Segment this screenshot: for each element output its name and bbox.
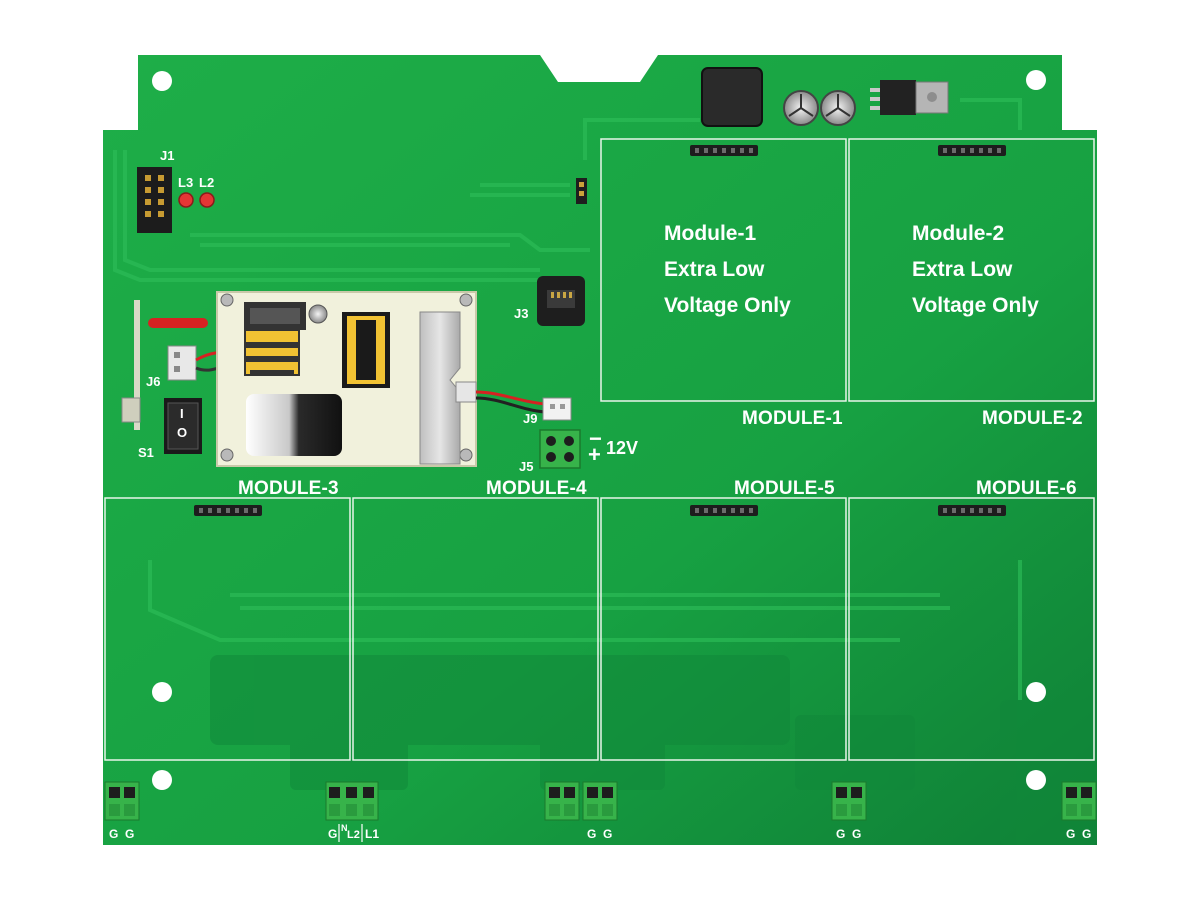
module-3-label: MODULE-3 — [238, 478, 339, 499]
voltage-label: 12V — [606, 438, 639, 458]
j5-label: J5 — [519, 459, 534, 474]
j6-label: J6 — [146, 374, 161, 389]
s1-label: S1 — [138, 445, 154, 460]
module-1-line2: Extra Low — [664, 258, 765, 281]
terminal-5-label-a: G — [1066, 827, 1076, 841]
module-1-label: MODULE-1 — [742, 408, 843, 429]
terminal-1-label-b: G — [125, 827, 135, 841]
switch-on-mark: I — [180, 406, 184, 421]
pcb-traces — [113, 98, 1022, 700]
voltage-regulator — [870, 80, 949, 115]
module-5-outline — [600, 497, 847, 761]
module-2-title: Module-2 — [912, 222, 1005, 245]
terminal-2-label-g: G — [328, 827, 338, 841]
terminal-1-label-a: G — [109, 827, 119, 841]
jumper-header — [576, 178, 587, 204]
j9-label: J9 — [523, 411, 538, 426]
module-1-outline — [600, 138, 847, 402]
module-6-header — [938, 505, 1006, 516]
j1-header — [137, 167, 172, 233]
j9-connector — [475, 390, 572, 421]
module-3-outline — [104, 497, 351, 761]
terminal-block-2 — [325, 781, 379, 821]
module-2-line2: Extra Low — [912, 258, 1013, 281]
j3-label: J3 — [514, 306, 529, 321]
terminal-block-5 — [1061, 781, 1097, 821]
module-2-line3: Voltage Only — [912, 294, 1039, 317]
module-5-header — [690, 505, 758, 516]
left-edge-part — [121, 300, 141, 430]
psu-module — [216, 291, 477, 467]
switch-off-mark: O — [177, 425, 188, 440]
j5-terminal — [539, 429, 581, 469]
module-2-header — [938, 145, 1006, 156]
module-1-title: Module-1 — [664, 222, 757, 245]
terminal-block-4 — [831, 781, 867, 821]
terminal-2-label-l2: L2 — [347, 829, 360, 841]
module-5-label: MODULE-5 — [734, 478, 835, 499]
round-capacitor-2 — [820, 90, 856, 126]
mounting-holes — [152, 70, 1046, 790]
terminal-2-label-n: N — [341, 823, 348, 833]
j3-jack — [537, 276, 585, 326]
terminal-block-3 — [544, 781, 618, 821]
terminal-2-label-l1: L1 — [365, 827, 380, 841]
l2-label: L2 — [199, 175, 215, 190]
s1-switch — [164, 398, 202, 454]
terminal-block-1 — [104, 781, 140, 821]
led-l2 — [199, 192, 215, 208]
module-4-outline — [352, 497, 599, 761]
terminal-4-label-a: G — [836, 827, 846, 841]
terminal-3-label-a: G — [587, 827, 597, 841]
led-l3 — [178, 192, 194, 208]
fuse-red — [148, 318, 208, 328]
module-outlines — [104, 138, 1095, 761]
l3-label: L3 — [178, 175, 194, 190]
terminal-3-label-b: G — [603, 827, 613, 841]
module-3-header — [194, 505, 262, 516]
inductor-chip — [701, 67, 763, 127]
minus-mark: − — [589, 426, 602, 451]
j1-label: J1 — [160, 148, 175, 163]
module-2-label: MODULE-2 — [982, 408, 1083, 429]
round-capacitor-1 — [783, 90, 819, 126]
module-6-label: MODULE-6 — [976, 478, 1077, 499]
terminal-separators — [338, 824, 363, 842]
module-4-label: MODULE-4 — [486, 478, 587, 499]
terminal-5-label-b: G — [1082, 827, 1092, 841]
module-6-outline — [848, 497, 1095, 761]
module-2-outline — [848, 138, 1095, 402]
module-headers — [194, 145, 1006, 516]
module-1-line3: Voltage Only — [664, 294, 791, 317]
plus-mark: + — [588, 442, 601, 467]
module-1-header — [690, 145, 758, 156]
terminal-4-label-b: G — [852, 827, 862, 841]
